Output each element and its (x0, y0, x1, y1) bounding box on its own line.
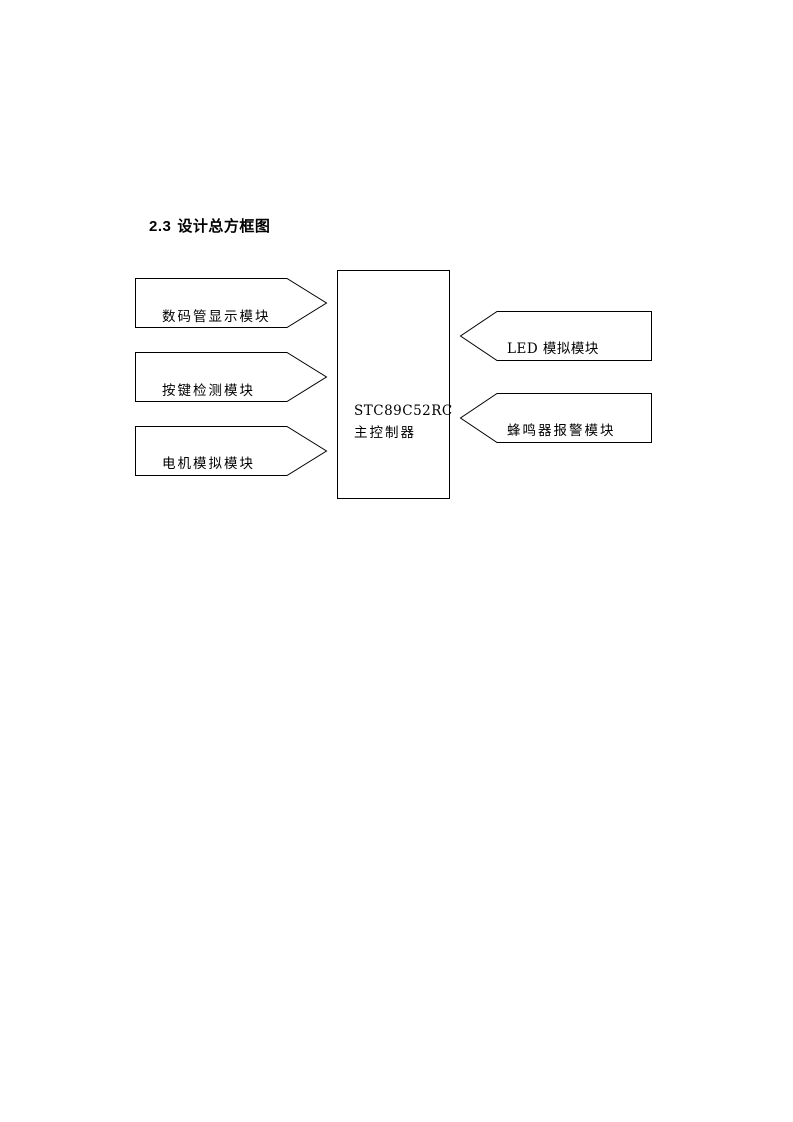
keys-module-label: 按键检测模块 (162, 383, 255, 399)
motor-module-label: 电机模拟模块 (162, 456, 255, 472)
buzzer-module-arrow (459, 393, 652, 443)
controller-block: STC89C52RC 主控制器 (337, 270, 453, 499)
input-module-motor: 电机模拟模块 (135, 426, 328, 476)
buzzer-module-label: 蜂鸣器报警模块 (507, 422, 616, 439)
output-module-led: LED 模拟模块 (459, 311, 652, 361)
input-module-display: 数码管显示模块 (135, 278, 328, 328)
display-module-label: 数码管显示模块 (162, 309, 271, 325)
section-heading: 2.3 设计总方框图 (149, 215, 270, 236)
display-module-arrow (135, 278, 328, 328)
section-title: 设计总方框图 (177, 218, 271, 235)
keys-module-arrow (135, 352, 328, 402)
controller-model-label: STC89C52RC (354, 403, 453, 419)
controller-role-label: 主控制器 (354, 425, 416, 441)
motor-module-arrow (135, 426, 328, 476)
input-module-keys: 按键检测模块 (135, 352, 328, 402)
output-module-buzzer: 蜂鸣器报警模块 (459, 393, 652, 443)
section-number: 2.3 (149, 218, 172, 235)
controller-box (337, 270, 450, 499)
led-module-label: LED 模拟模块 (507, 341, 599, 357)
led-module-arrow (459, 311, 652, 361)
